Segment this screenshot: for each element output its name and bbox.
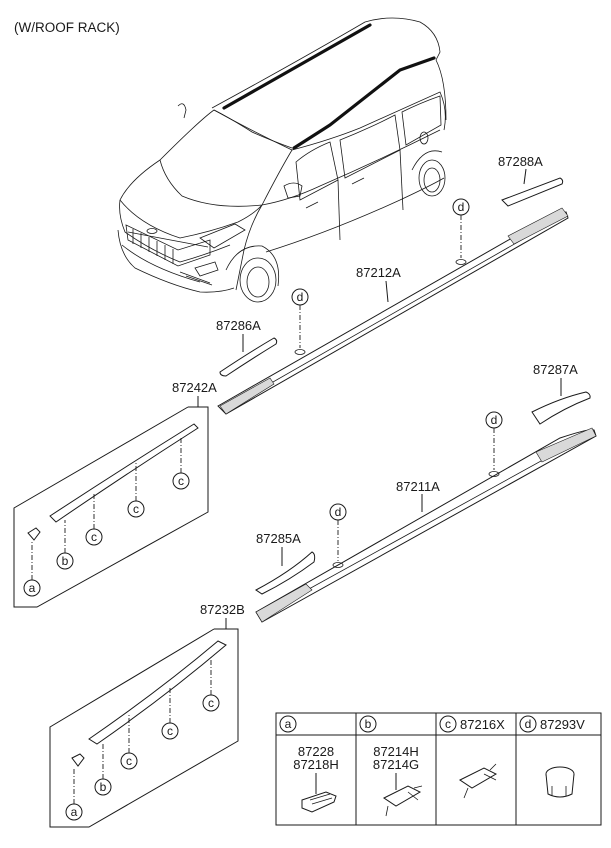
- svg-text:c: c: [208, 696, 214, 710]
- callout-c-right-1: c: [85, 492, 103, 546]
- rail-right-rear-foot: [507, 207, 569, 245]
- legend-c-part: 87216X: [460, 717, 505, 732]
- callout-c-right-2: c: [127, 463, 145, 518]
- svg-text:c: c: [167, 724, 173, 738]
- callout-b-right: b: [56, 520, 74, 570]
- part-87242A[interactable]: 87242A a b c c c: [13, 380, 217, 608]
- clip-a-right: [27, 527, 41, 541]
- rear-cover-right-shape: [501, 177, 564, 207]
- legend-col-b: b 87214H 87214G: [359, 715, 423, 817]
- svg-text:c: c: [133, 502, 139, 516]
- legend-d-part: 87293V: [540, 717, 585, 732]
- callout-b-left: b: [94, 742, 112, 796]
- roof-rail-left-highlight: [292, 56, 436, 150]
- svg-text:d: d: [491, 413, 498, 427]
- clip-a-left: [71, 753, 85, 767]
- callout-c-left-1: c: [120, 714, 138, 770]
- callout-a-left: a: [65, 768, 83, 821]
- part-label-87288A: 87288A: [498, 154, 543, 169]
- part-87287A[interactable]: 87287A: [531, 362, 591, 425]
- part-87232B[interactable]: 87232B a b c c c: [49, 602, 245, 828]
- diagram-title: (W/ROOF RACK): [14, 20, 120, 35]
- callout-d-4: d: [329, 503, 347, 561]
- moulding-right-shape: [49, 423, 199, 523]
- legend-col-d: d 87293V: [519, 715, 585, 798]
- svg-text:d: d: [297, 290, 304, 304]
- svg-text:a: a: [71, 805, 78, 819]
- front-cover-right-shape: [219, 337, 278, 377]
- minivan-illustration: [117, 17, 447, 303]
- legend-b-part-1: 87214H: [373, 744, 419, 759]
- part-87212A[interactable]: 87212A: [217, 207, 569, 415]
- svg-text:c: c: [178, 474, 184, 488]
- legend-col-a: a 87228 87218H: [279, 715, 339, 813]
- svg-text:a: a: [285, 717, 292, 731]
- fastener-legend-table: a 87228 87218H b 87214H 87214G c 87216X: [275, 712, 602, 826]
- callout-c-left-2: c: [161, 687, 179, 740]
- rear-cover-left-shape: [531, 391, 591, 425]
- callout-d-1: d: [452, 198, 470, 258]
- part-87211A[interactable]: 87211A: [255, 427, 597, 623]
- moulding-left-shape: [88, 640, 227, 745]
- part-87285A[interactable]: 87285A: [255, 531, 316, 595]
- callout-c-right-3: c: [172, 436, 190, 490]
- callout-c-left-3: c: [202, 657, 220, 712]
- part-87288A[interactable]: 87288A: [498, 154, 564, 207]
- rail-left-rear-foot: [535, 427, 597, 463]
- legend-b-part-2: 87214G: [373, 757, 419, 772]
- part-label-87242A: 87242A: [172, 380, 217, 395]
- callout-d-3: d: [485, 411, 503, 470]
- svg-text:c: c: [445, 717, 451, 731]
- svg-text:d: d: [525, 717, 532, 731]
- svg-text:a: a: [29, 581, 36, 595]
- roof-rail-right-highlight: [222, 23, 372, 110]
- legend-a-part-1: 87228: [298, 744, 334, 759]
- legend-a-part-2: 87218H: [293, 757, 339, 772]
- svg-text:b: b: [62, 554, 69, 568]
- callout-a-right: a: [23, 542, 41, 597]
- rail-left-front-foot: [255, 583, 313, 623]
- legend-col-c: c 87216X: [439, 715, 505, 799]
- rail-right-front-foot: [219, 377, 275, 415]
- svg-text:d: d: [335, 505, 342, 519]
- part-label-87287A: 87287A: [533, 362, 578, 377]
- part-label-87232B: 87232B: [200, 602, 245, 617]
- part-label-87212A: 87212A: [356, 265, 401, 280]
- svg-text:b: b: [100, 780, 107, 794]
- part-label-87211A: 87211A: [396, 479, 440, 494]
- svg-text:d: d: [458, 200, 465, 214]
- callout-d-2: d: [291, 288, 309, 348]
- part-label-87286A: 87286A: [216, 318, 261, 333]
- clip-c-icon: [459, 767, 498, 789]
- clip-b-icon: [383, 785, 422, 807]
- svg-text:c: c: [126, 754, 132, 768]
- part-label-87285A: 87285A: [256, 531, 301, 546]
- front-cover-left-shape: [255, 551, 316, 595]
- svg-text:b: b: [365, 717, 372, 731]
- part-87286A[interactable]: 87286A: [216, 318, 278, 377]
- svg-text:c: c: [91, 530, 97, 544]
